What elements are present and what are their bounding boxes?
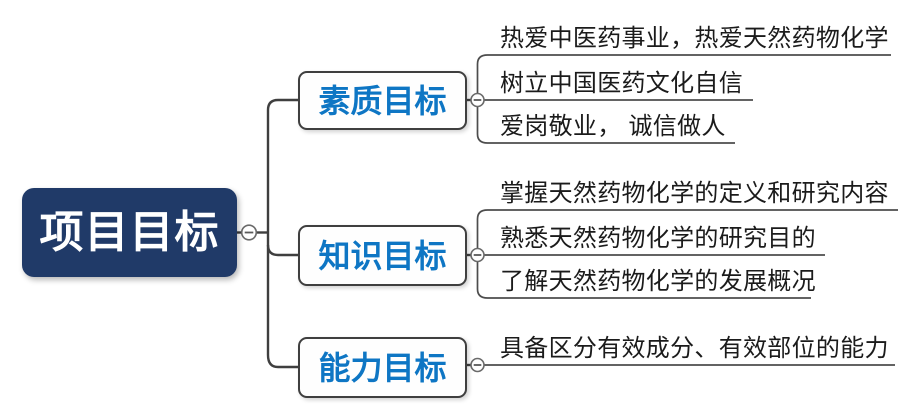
connector-leaf-knowledge-1 bbox=[476, 209, 898, 249]
leaf-topic[interactable]: 爱岗敬业， 诚信做人 bbox=[500, 113, 726, 140]
branch-topic-quality[interactable]: 素质目标 bbox=[298, 71, 467, 130]
branch-topic-quality-label: 素质目标 bbox=[318, 82, 447, 119]
connector-leaf-quality-3 bbox=[476, 106, 735, 144]
connector-leaf-quality-1 bbox=[476, 54, 891, 94]
collapse-button-knowledge[interactable] bbox=[470, 247, 485, 263]
leaf-topic[interactable]: 具备区分有效成分、有效部位的能力 bbox=[500, 335, 889, 362]
branch-topic-ability-label: 能力目标 bbox=[318, 349, 447, 386]
connector-leaf-knowledge-3 bbox=[476, 261, 811, 299]
root-topic[interactable]: 项目目标 bbox=[22, 188, 237, 277]
leaf-topic[interactable]: 掌握天然药物化学的定义和研究内容 bbox=[500, 180, 889, 207]
branch-topic-knowledge-label: 知识目标 bbox=[318, 237, 447, 274]
leaf-topic[interactable]: 熟悉天然药物化学的研究目的 bbox=[500, 225, 816, 252]
branch-topic-ability[interactable]: 能力目标 bbox=[298, 337, 467, 398]
leaf-topic[interactable]: 了解天然药物化学的发展概况 bbox=[500, 268, 816, 295]
leaf-topic[interactable]: 树立中国医药文化自信 bbox=[500, 70, 743, 97]
branch-topic-knowledge[interactable]: 知识目标 bbox=[298, 225, 467, 286]
collapse-button-quality[interactable] bbox=[470, 92, 485, 108]
collapse-button-ability[interactable] bbox=[470, 357, 485, 373]
connector-trunk bbox=[266, 98, 298, 369]
connector-trunk-to-knowledge bbox=[266, 244, 298, 257]
leaf-topic[interactable]: 热爱中医药事业，热爱天然药物化学 bbox=[500, 25, 889, 52]
root-topic-label: 项目目标 bbox=[39, 207, 220, 257]
collapse-button-root[interactable] bbox=[240, 224, 258, 241]
